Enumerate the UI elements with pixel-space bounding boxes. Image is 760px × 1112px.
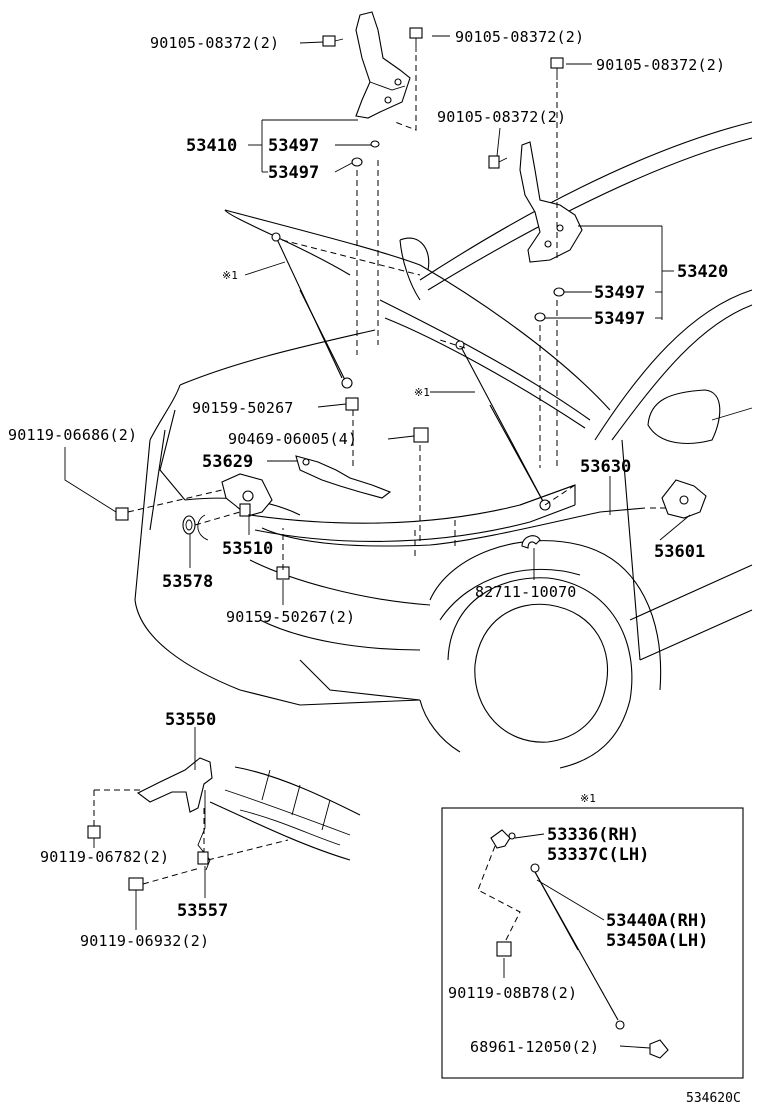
label-inset-bracket-rh: 53336(RH): [547, 825, 639, 845]
release-cable: [261, 507, 646, 547]
figure-code: 534620C: [686, 1091, 741, 1106]
label-inset-bracket-lh: 53337C(LH): [547, 845, 649, 865]
label-inset-bolt: 90119-08B78(2): [448, 984, 577, 1002]
hood-lock-assy: [221, 473, 273, 517]
label-inset-stay-rh: 53440A(RH): [606, 911, 708, 931]
label-release-lever: 53601: [654, 542, 705, 562]
label-inset-stay-lh: 53450A(LH): [606, 931, 708, 951]
label-hinge-lh-washer-b: 53497: [268, 163, 319, 183]
label-bolt-top-right: 90105-08372(2): [596, 56, 725, 74]
label-lock-assy: 53510: [222, 539, 273, 559]
dashed-assembly-lines: [93, 55, 668, 885]
label-hinge-rh-washer-b: 53497: [594, 309, 645, 329]
label-clip-cable: 90469-06005(4): [228, 430, 357, 448]
label-bolt-top-mid: 90105-08372(2): [455, 28, 584, 46]
vehicle-body-drawing: [134, 121, 753, 769]
label-inset-title: ※1: [580, 792, 596, 805]
inset-panel: [441, 807, 744, 1079]
hood-hinge-lh: [355, 11, 411, 119]
radiator-support-detail: [209, 766, 361, 861]
label-bolt-lock: 90159-50267(2): [226, 608, 355, 626]
label-bolt-lock-support-a: 90119-06782(2): [40, 848, 169, 866]
label-lock-support-brace: 53557: [177, 901, 228, 921]
label-release-cable: 53630: [580, 457, 631, 477]
label-inset-retainer: 68961-12050(2): [470, 1038, 599, 1056]
label-hinge-rh: 53420: [677, 262, 728, 282]
lock-support: [136, 757, 213, 871]
hood-cushion: [182, 514, 209, 541]
leader-lines: [64, 35, 691, 930]
hood-hinge-rh: [519, 141, 583, 263]
label-bolt-support-lower: 90159-50267: [192, 399, 294, 417]
label-bolt-top-left: 90105-08372(2): [150, 34, 279, 52]
clamp-part: [521, 535, 541, 549]
label-bolt-lock-support-b: 90119-06932(2): [80, 932, 209, 950]
label-cushion: 53578: [162, 572, 213, 592]
label-support-ref-left: ※1: [222, 269, 238, 282]
label-bolt-side: 90119-06686(2): [8, 426, 137, 444]
cable-bracket: [295, 455, 392, 499]
fasteners: [87, 27, 565, 891]
label-bolt-right-hinge: 90105-08372(2): [437, 108, 566, 126]
label-clamp: 82711-10070: [475, 583, 577, 601]
label-hinge-lh-washer-a: 53497: [268, 136, 319, 156]
label-cable-bracket: 53629: [202, 452, 253, 472]
hood-support-rh: [455, 340, 551, 511]
label-lock-support: 53550: [165, 710, 216, 730]
part-number-labels: 90105-08372(2) 90105-08372(2) 90105-0837…: [8, 28, 728, 950]
label-hinge-rh-washer-a: 53497: [594, 283, 645, 303]
inset-labels: ※1 53336(RH) 53337C(LH) 53440A(RH) 53450…: [448, 792, 708, 1056]
label-support-ref-right: ※1: [414, 386, 430, 399]
hood-support-lh: [271, 232, 353, 389]
label-hinge-lh: 53410: [186, 136, 237, 156]
release-lever: [661, 479, 707, 519]
